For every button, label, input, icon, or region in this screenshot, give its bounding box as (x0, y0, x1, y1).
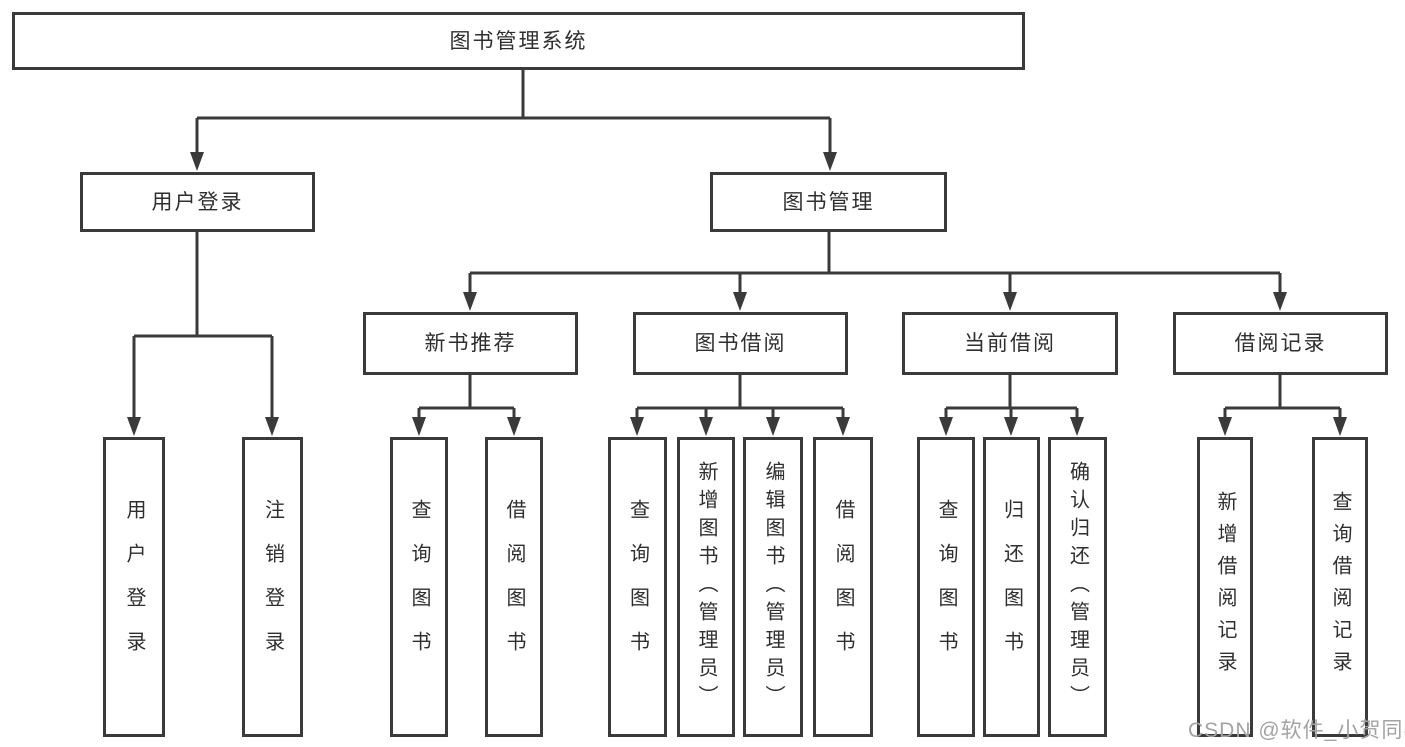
arrow-leaf-login (127, 417, 141, 436)
arrow-cu-confirm (1070, 417, 1084, 436)
leaf-query-books-1: 查询图书 (390, 437, 448, 737)
arrow-cu-query (939, 417, 953, 436)
connector-book-management (468, 232, 1282, 292)
leaf-return-book-label: 归还图书 (1000, 499, 1023, 675)
leaf-logout-label: 注销登录 (261, 499, 284, 675)
leaf-user-login: 用户登录 (103, 437, 165, 737)
leaf-borrow-books-2: 借阅图书 (813, 437, 873, 737)
connector-root (195, 70, 832, 152)
leaf-query-books-2: 查询图书 (608, 437, 667, 737)
connector-records (1223, 375, 1342, 417)
leaf-query-books-3: 查询图书 (917, 437, 975, 737)
leaf-borrow-books-2-label: 借阅图书 (832, 499, 854, 675)
node-user-login: 用户登录 (80, 172, 315, 232)
connector-user-login (132, 232, 274, 417)
node-current-borrow: 当前借阅 (902, 312, 1118, 375)
leaf-return-book: 归还图书 (983, 437, 1040, 737)
node-book-management: 图书管理 (710, 172, 947, 232)
arrow-bw-edit (766, 417, 780, 436)
leaf-user-login-label: 用户登录 (123, 499, 145, 675)
leaf-confirm-return-admin-label: 确认归还（管理员） (1066, 461, 1089, 713)
arrow-bw-borrow (836, 417, 850, 436)
arrow-rc-query (1333, 417, 1347, 436)
arrow-book-management (823, 152, 837, 171)
node-new-book-recommend: 新书推荐 (363, 312, 578, 375)
leaf-add-borrow-record-label: 新增借阅记录 (1214, 491, 1236, 683)
connector-borrow (635, 375, 845, 417)
connector-current (944, 375, 1079, 417)
arrowheads (127, 152, 1347, 436)
leaf-edit-book-admin: 编辑图书（管理员） (743, 437, 803, 737)
arrow-nb-borrow (507, 417, 521, 436)
leaf-add-book-admin-label: 新增图书（管理员） (695, 461, 717, 713)
arrow-current (1003, 292, 1017, 311)
arrow-leaf-logout (265, 417, 279, 436)
leaf-query-borrow-record-label: 查询借阅记录 (1329, 491, 1351, 683)
leaf-borrow-books-1-label: 借阅图书 (503, 499, 525, 675)
leaf-query-borrow-record: 查询借阅记录 (1312, 437, 1368, 737)
leaf-query-books-1-label: 查询图书 (408, 499, 430, 675)
arrow-nb-query (412, 417, 426, 436)
arrow-bw-add (699, 417, 713, 436)
leaf-query-books-2-label: 查询图书 (626, 499, 649, 675)
node-root: 图书管理系统 (12, 12, 1025, 70)
node-book-borrow: 图书借阅 (633, 312, 848, 375)
arrow-new-book (463, 292, 477, 311)
leaf-query-books-3-label: 查询图书 (935, 499, 957, 675)
leaf-confirm-return-admin: 确认归还（管理员） (1048, 437, 1107, 737)
arrow-rc-add (1218, 417, 1232, 436)
arrow-cu-return (1004, 417, 1018, 436)
arrow-borrow (733, 292, 747, 311)
node-borrow-records: 借阅记录 (1173, 312, 1388, 375)
leaf-borrow-books-1: 借阅图书 (485, 437, 543, 737)
leaf-add-book-admin: 新增图书（管理员） (677, 437, 735, 737)
leaf-add-borrow-record: 新增借阅记录 (1197, 437, 1253, 737)
watermark: CSDN @软件_小贺同学 (1188, 719, 1405, 742)
connector-new-book (417, 375, 516, 417)
leaf-edit-book-admin-label: 编辑图书（管理员） (762, 461, 784, 713)
arrow-records (1273, 292, 1287, 311)
arrow-bw-query (630, 417, 644, 436)
arrow-user-login (190, 152, 204, 171)
leaf-logout: 注销登录 (242, 437, 303, 737)
